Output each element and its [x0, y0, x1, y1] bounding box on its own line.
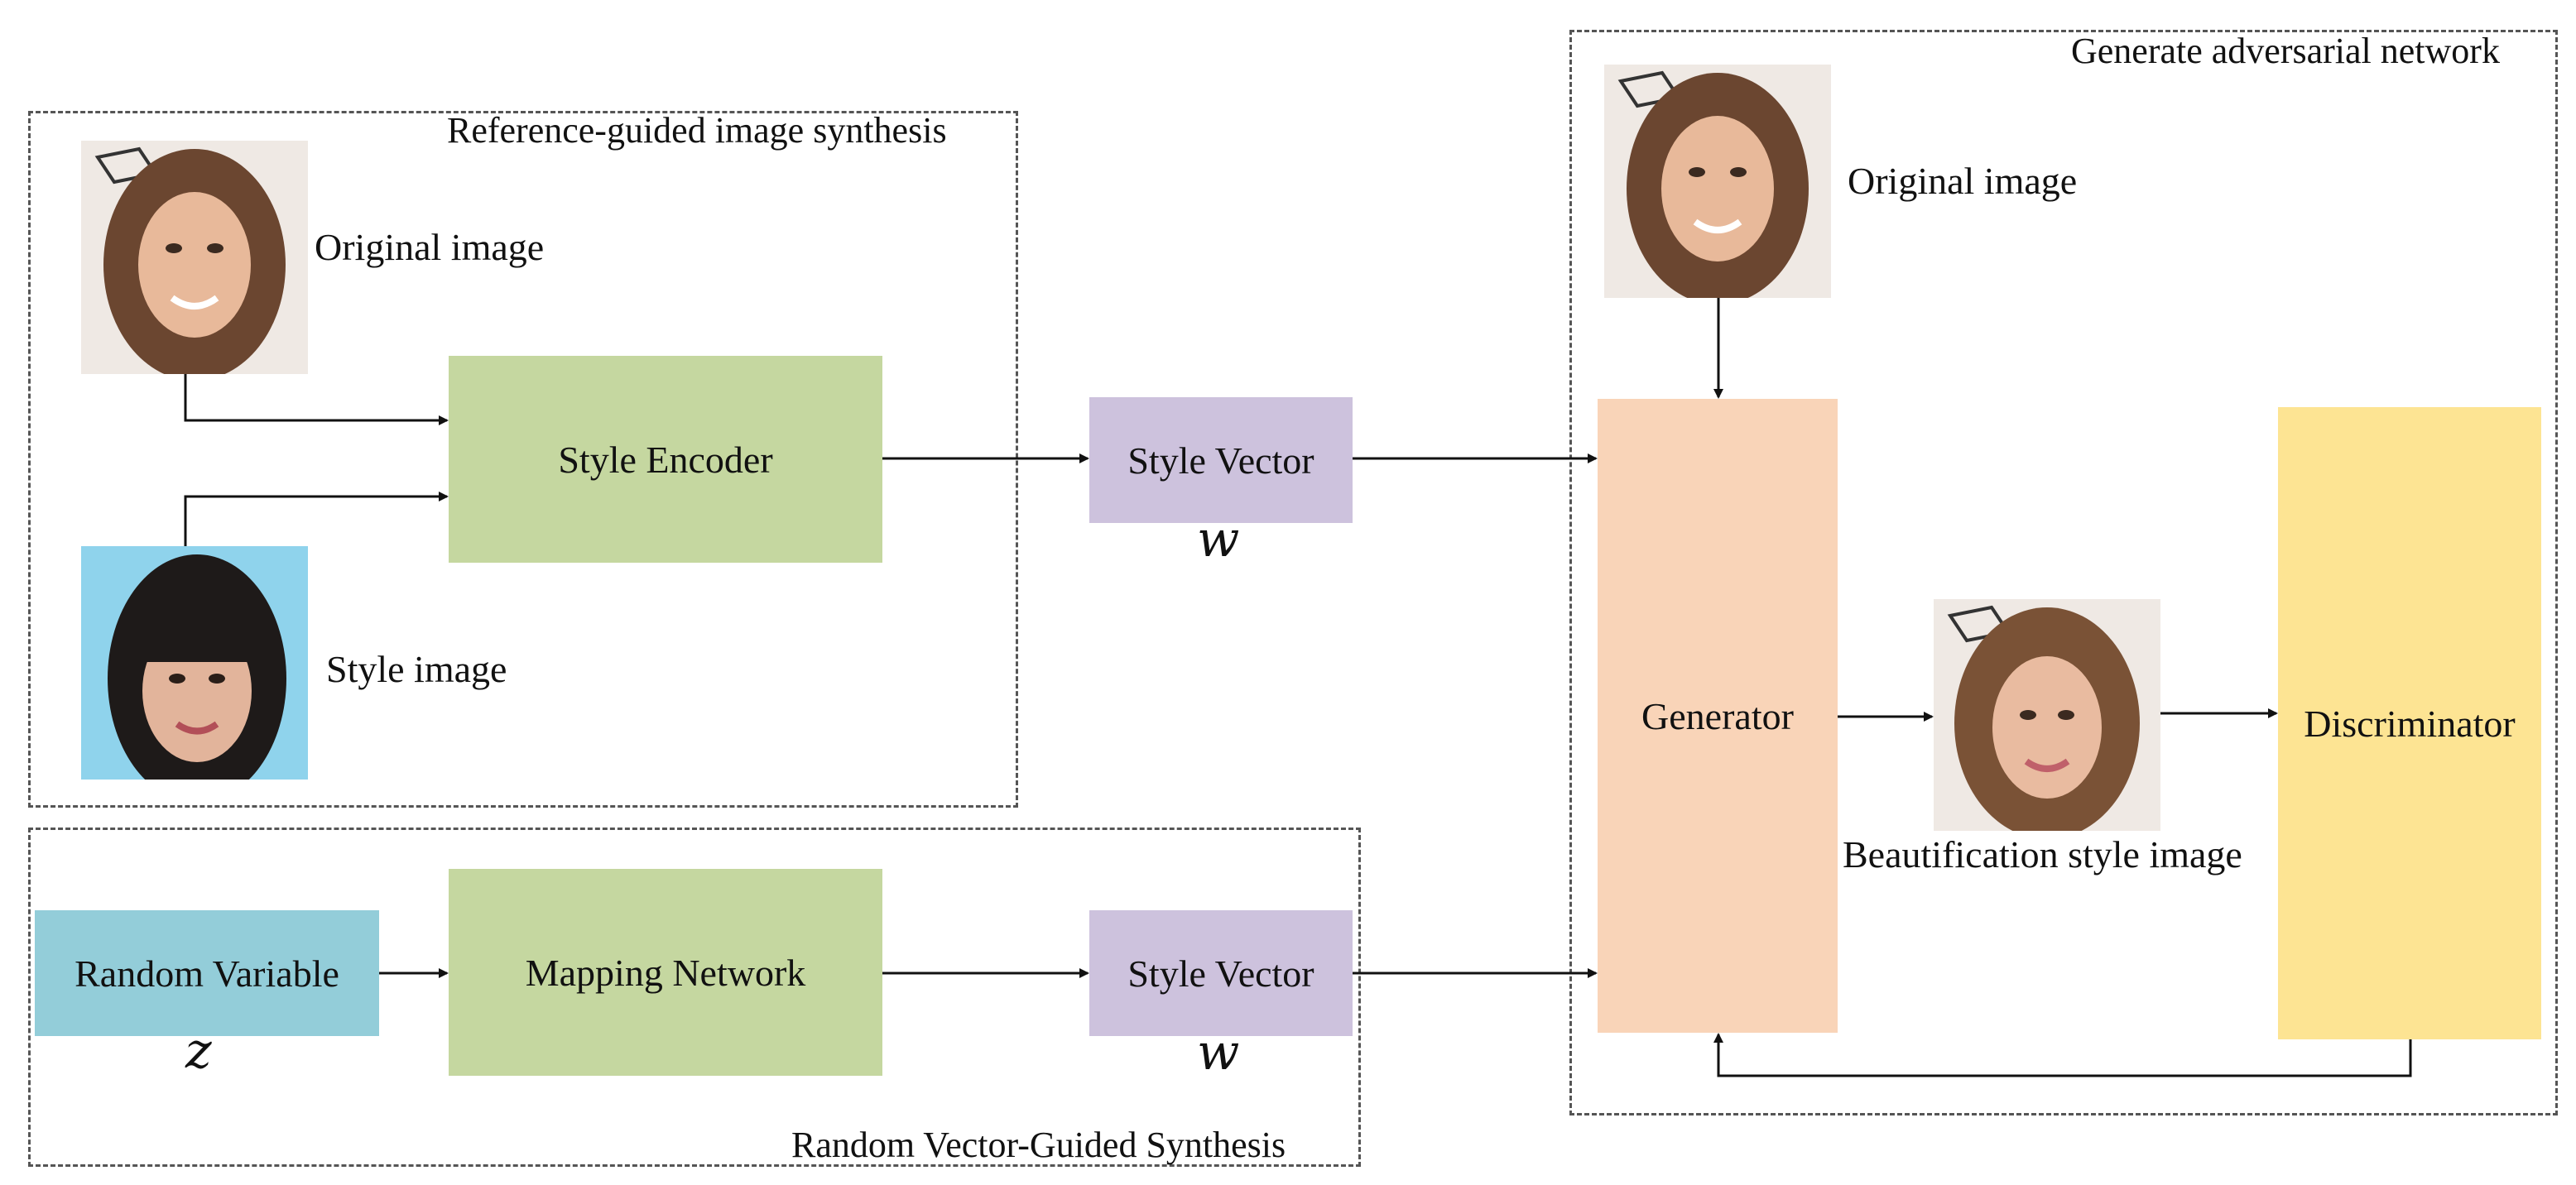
style-encoder-block: Style Encoder	[449, 356, 882, 563]
group-random-vector	[28, 828, 1361, 1167]
group-title-random: Random Vector-Guided Synthesis	[791, 1125, 1286, 1165]
mapping-network-block: Mapping Network	[449, 869, 882, 1076]
style-face-image	[81, 546, 308, 780]
original-image-label-left: Original image	[315, 226, 545, 268]
original-face-image-right	[1604, 65, 1831, 298]
beautification-face-image	[1934, 599, 2160, 831]
random-variable-block: Random Variable	[35, 910, 379, 1036]
w-bottom-symbol: w	[1197, 1024, 1240, 1082]
discriminator-block: Discriminator	[2278, 407, 2541, 1039]
z-symbol: z	[185, 1022, 212, 1080]
style-image-label: Style image	[326, 648, 507, 690]
original-face-image-left	[81, 141, 308, 374]
w-top-symbol: w	[1197, 511, 1240, 569]
group-title-gan: Generate adversarial network	[2071, 31, 2500, 71]
original-image-label-right: Original image	[1848, 160, 2078, 202]
group-title-reference: Reference-guided image synthesis	[447, 110, 947, 151]
group-gan	[1569, 30, 2558, 1115]
generator-block: Generator	[1598, 399, 1838, 1033]
style-vector-bottom-block: Style Vector	[1089, 910, 1353, 1036]
style-vector-top-block: Style Vector	[1089, 397, 1353, 523]
beautification-label: Beautification style image	[1843, 833, 2242, 876]
